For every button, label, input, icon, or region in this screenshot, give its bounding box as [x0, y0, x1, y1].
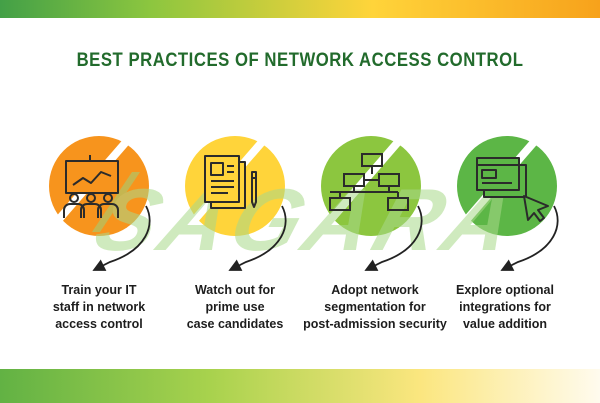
- network-hierarchy-icon: [329, 153, 409, 211]
- browser-windows-cursor-icon: [476, 157, 549, 222]
- arrow-2: [228, 205, 287, 271]
- step-3-line-2: segmentation for: [324, 300, 426, 314]
- step-4-line-3: value addition: [462, 317, 548, 331]
- step-3-line-3: post-admission security: [303, 317, 447, 331]
- step-1-line-1: Train your IT: [61, 283, 137, 297]
- step-2-line-2: prime use: [205, 300, 265, 314]
- step-4-line-2: integrations for: [459, 300, 551, 314]
- documents-pen-icon: [204, 155, 257, 209]
- step-4-line-1: Explore optional: [456, 283, 554, 297]
- step-1-line-2: staff in network: [52, 300, 146, 314]
- arrow-3: [364, 205, 423, 271]
- step-2-line-3: case candidates: [186, 317, 284, 331]
- watermark-text: SAGARA: [84, 171, 533, 269]
- step-4-label: Explore optional integrations for value …: [430, 282, 580, 333]
- step-2-line-1: Watch out for: [194, 283, 276, 297]
- bottom-gradient-bar: [0, 369, 600, 403]
- watermark-logo: SAGARA: [84, 171, 533, 269]
- step-3-line-1: Adopt network: [331, 283, 419, 297]
- top-gradient-bar: [0, 0, 600, 18]
- step-1-label: Train your IT staff in network access co…: [24, 282, 174, 333]
- step-3-label: Adopt network segmentation for post-admi…: [290, 282, 460, 333]
- page-title: BEST PRACTICES OF NETWORK ACCESS CONTROL: [76, 50, 524, 71]
- arrow-1: [92, 205, 151, 271]
- step-2-label: Watch out for prime use case candidates: [160, 282, 310, 333]
- arrow-4: [500, 205, 559, 271]
- step-1-line-3: access control: [55, 317, 143, 331]
- presentation-team-icon: [63, 155, 119, 218]
